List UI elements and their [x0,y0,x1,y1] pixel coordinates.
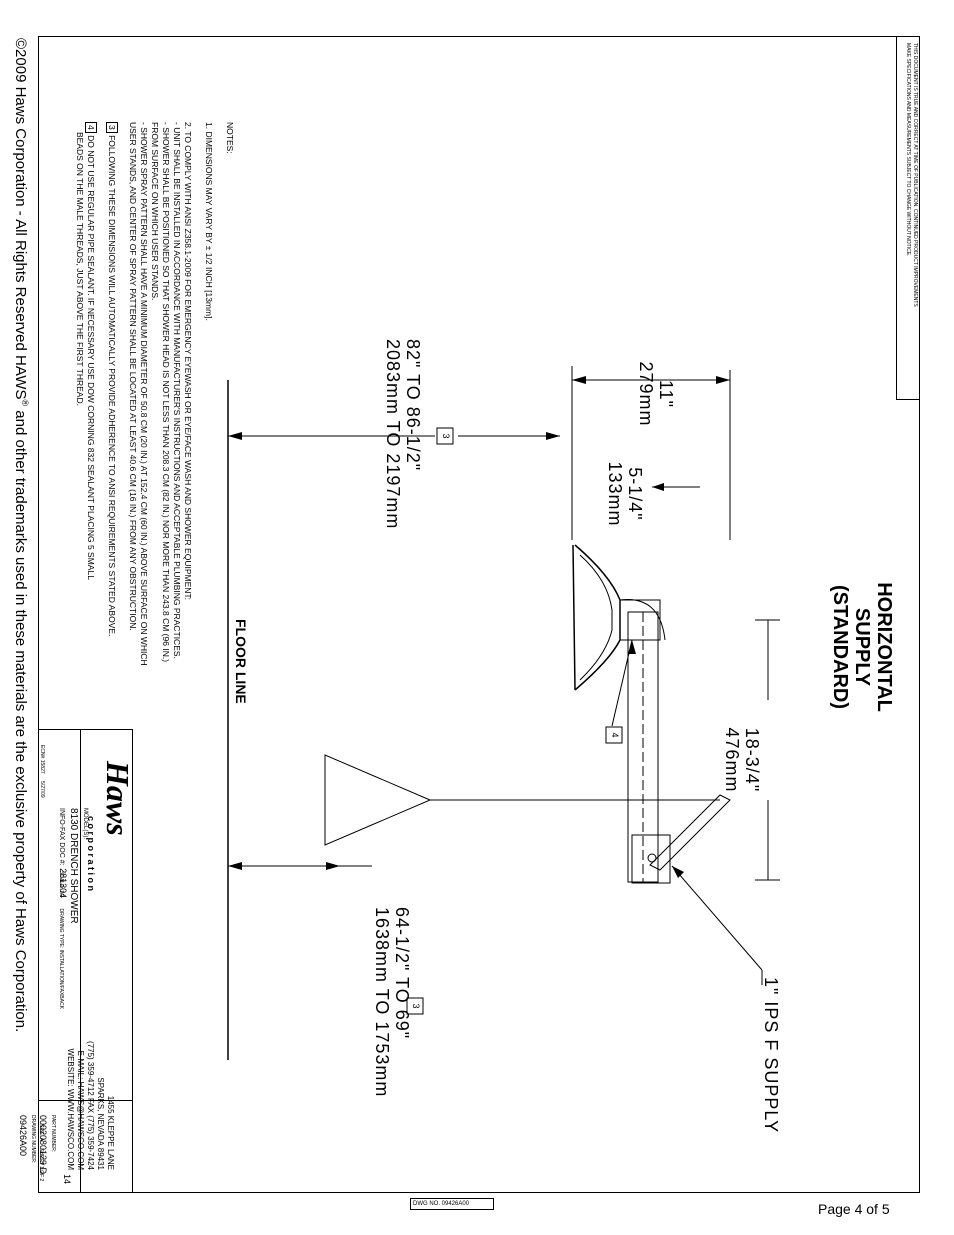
model-value: 8130 DRENCH SHOWER [68,808,79,924]
dim-11-in: 11" [656,379,676,409]
copyright-before: ©2009 Haws Corporation - All Rights Rese… [12,38,29,400]
model-label: MODEL(S): [82,808,88,840]
dim-5-mm: 133mm [605,461,625,527]
drawing-number: 09426A00 [18,1115,28,1157]
ref-4: 4 [610,732,620,738]
address-2: SPARKS, NEVADA 89431 [96,1077,105,1170]
note-3-text: FOLLOWING THESE DIMENSIONS WILL AUTOMATI… [107,135,117,637]
note-3: 3 FOLLOWING THESE DIMENSIONS WILL AUTOMA… [106,122,118,752]
title-block-divider-2 [80,729,81,1193]
dim-18: 18-3/4" 476mm [718,710,762,810]
copyright-after: and other trademarks used in these mater… [12,406,29,1033]
pull-triangle [324,754,432,846]
note-4-ref: 4 [85,122,97,133]
dim-64-in: 64-1/2" TO 69" [392,907,412,1040]
note-2c: - SHOWER SHALL BE POSITIONED SO THAT SHO… [161,122,171,663]
dim-5: 5-1/4" 133mm [601,444,645,544]
email: E-MAIL: HAWS@HAWSCO.COM [76,1050,85,1170]
note-4b: BEADS ON THE MALE THREADS, JUST ABOVE TH… [75,132,85,406]
view-title-line-1: HORIZONTAL [873,582,895,712]
note-2b: - UNIT SHALL BE INSTALLED IN ACCORDANCE … [172,122,182,659]
brand-logo: Haws [95,761,136,931]
ref-3-a: 3 [441,433,451,439]
note-1: 1. DIMENSIONS MAY VARY BY ± 1/2 INCH [13… [204,122,214,321]
website: WEBSITE: WWW.HAWSCO.COM [66,1048,75,1170]
note-2e: - SHOWER SPRAY PATTERN SHALL HAVE A MINI… [139,122,149,666]
pull-arm [649,794,731,871]
note-2f: USER STANDS, AND CENTER OF SPRAY PATTERN… [128,122,138,631]
view-title-line-2: SUPPLY [851,607,873,687]
view-title-line-3: (STANDARD) [829,584,851,710]
dim-5-in: 5-1/4" [625,467,645,521]
view-title: HORIZONTAL SUPPLY (STANDARD) [825,567,895,727]
sealant-leader [611,639,633,727]
scale: SCALE: 1/2 [58,871,64,898]
address-1: 1455 KLEPPE LANE [106,1095,115,1170]
dim-18-in: 18-3/4" [742,727,762,793]
note-2d: FROM SURFACE ON WHICH USER STANDS. [150,122,160,301]
scale-row: SCALE: 1/2 DRAWING TYPE: INSTALLATION/FA… [56,871,64,1009]
drawing-type: DRAWING TYPE: INSTALLATION/FAXBACK [58,908,64,1009]
rev: 14 [62,1174,72,1185]
disclaimer-divider [896,36,897,400]
dim-64: 64-1/2" TO 69" 1638mm TO 1753mm [368,907,412,1137]
dwg-tag: DWG NO. 09426A00 [410,1198,494,1210]
ecn-date: 5/27/09 [39,781,45,798]
disclaimer-divider-bottom [896,399,920,400]
copyright: ©2009 Haws Corporation - All Rights Rese… [10,38,30,1198]
drawing-border [38,36,920,1193]
dim-18-mm: 476mm [722,727,742,793]
dim-82-in: 82" TO 86-1/2" [403,339,423,472]
note-4-text: DO NOT USE REGULAR PIPE SEALANT. IF NECE… [86,135,96,580]
part-label: PART NUMBER: [50,1115,56,1153]
note-3-ref: 3 [106,122,118,133]
notes-header: NOTES: [225,122,235,154]
title-block-divider-1 [38,1100,133,1101]
dim-82-mm: 2083mm TO 2197mm [383,339,403,530]
dim-11: 11" 279mm [632,354,676,434]
info-label: INFO-FAX DOC #: [58,808,65,866]
dim-82: 82" TO 86-1/2" 2083mm TO 2197mm [379,339,423,569]
address-block: 1455 KLEPPE LANE SPARKS, NEVADA 89431 (7… [55,1010,115,1170]
shower-head [572,544,621,691]
note-2a: 2. TO COMPLY WITH ANSI Z358.1-2009 FOR E… [183,122,193,600]
ref-3-b: 3 [411,1003,421,1009]
dim-11-mm: 279mm [636,361,656,427]
page-number: Page 4 of 5 [818,1201,890,1217]
sheet-row: SIZE: A SHEET 1 OF 2 [36,1124,44,1184]
notes-block: NOTES: 1. DIMENSIONS MAY VARY BY ± 1/2 I… [65,122,235,752]
dwg-tag-text: DWG NO. 09426A00 [413,1201,470,1207]
title-block [38,729,133,1193]
supply-label: 1" IPS F SUPPLY [761,977,781,1134]
sheet: SHEET 1 OF 2 [38,1148,44,1182]
size: SIZE: A [38,1124,44,1141]
supply-leader [671,865,763,971]
dim-64-mm: 1638mm TO 1753mm [372,907,392,1098]
ecn: ECN# 15827 [39,745,45,774]
note-4: 4 DO NOT USE REGULAR PIPE SEALANT. IF NE… [85,122,97,752]
brand-name: Haws [100,761,136,836]
valve-body [631,834,671,884]
phone: (775) 359-4712 FAX (775) 359-7424 [86,1041,95,1170]
ecn-row: ECN# 15827 5/27/09 [35,745,45,805]
